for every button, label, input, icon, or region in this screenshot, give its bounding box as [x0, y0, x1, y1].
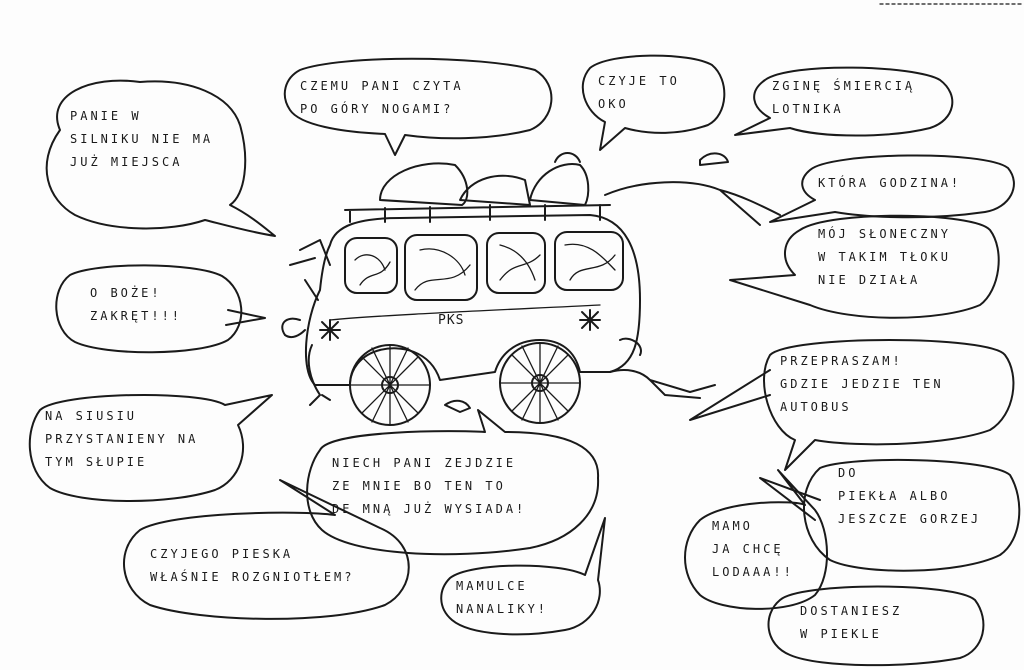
bus-window-1: [344, 237, 398, 294]
bubble-text-piekla: DO PIEKŁA ALBO JESZCZE GORZEJ: [838, 466, 982, 526]
luggage-handle: [554, 152, 581, 163]
bubble-zejdzie: [306, 409, 600, 556]
bubble-text-sloneczny: MÓJ SŁONECZNY W TAKIM TŁOKU NIE DZIAŁA: [818, 227, 951, 287]
luggage-bundle: [529, 163, 590, 206]
bus-stripe: [329, 304, 601, 321]
bubble-przepraszam: [689, 339, 1015, 471]
bubble-text-dostaniesz: DOSTANIESZ W PIEKLE: [800, 604, 903, 641]
bus-window-4: [554, 231, 624, 291]
bubble-text-godzina: KTÓRA GODZINA!: [818, 176, 962, 190]
bubble-slup: [28, 394, 273, 502]
bubble-text-przepraszam: PRZEPRASZAM! GDZIE JEDZIE TEN AUTOBUS: [780, 354, 944, 414]
bubble-silnik: [45, 79, 276, 237]
bubble-zakret: [55, 264, 266, 354]
bubble-oko: [581, 54, 726, 151]
bubble-zginę: [734, 66, 954, 137]
bubble-text-mamulce: MAMULCE NANALIKY!: [456, 579, 549, 616]
bus: [281, 152, 781, 426]
bubble-godzina: [769, 154, 1015, 223]
bus-star-decoration-2: [579, 309, 601, 331]
squashed-dog: [444, 399, 471, 413]
bubble-text-oko: CZYJE TO OKO: [598, 74, 680, 111]
bubble-mamo: [684, 469, 828, 610]
wheel-front: [349, 344, 431, 426]
bubble-text-slup: NA SIUSIU PRZYSTANIENY NA TYM SŁUPIE: [45, 409, 199, 469]
wheel-rear: [499, 342, 581, 424]
roof-rack: [344, 204, 611, 223]
flying-person-right: [604, 152, 781, 226]
bus-window-2: [404, 234, 478, 301]
bubble-text-zakret: O BOŻE! ZAKRĘT!!!: [90, 286, 183, 323]
bus-star-decoration: [319, 319, 341, 341]
bubble-czemu: [283, 57, 553, 156]
bubble-text-czemu: CZEMU PANI CZYTA PO GÓRY NOGAMI?: [300, 79, 464, 116]
bubble-text-piesek: CZYJEGO PIESKA WŁAŚNIE ROZGNIOTŁEM?: [150, 547, 355, 584]
bubble-text-silnik: PANIE W SILNIKU NIE MA JUŻ MIEJSCA: [70, 109, 214, 169]
bubble-sloneczny: [729, 214, 1000, 319]
passengers-scribble: [354, 243, 616, 291]
bubble-dostaniesz: [767, 585, 985, 667]
bus-label-pks: PKS: [438, 313, 465, 328]
bus-window-3: [486, 232, 546, 294]
luggage-sack: [379, 162, 469, 206]
bubble-text-zgine: ZGINĘ ŚMIERCIĄ LOTNIKA: [772, 79, 916, 116]
bubble-text-mamo: MAMO JA CHCĘ LODAAA!!: [712, 519, 794, 579]
luggage-bag: [459, 174, 531, 206]
headlight: [281, 317, 306, 339]
dragging-person-rear: [609, 337, 716, 399]
hanging-person-left: [289, 239, 331, 406]
bubble-mamulce: [440, 517, 606, 636]
bus-body: [305, 214, 641, 386]
bubble-piesek: [123, 479, 410, 620]
bubble-text-zejdzie: NIECH PANI ZEJDZIE ZE MNIE BO TEN TO DE …: [332, 456, 527, 516]
